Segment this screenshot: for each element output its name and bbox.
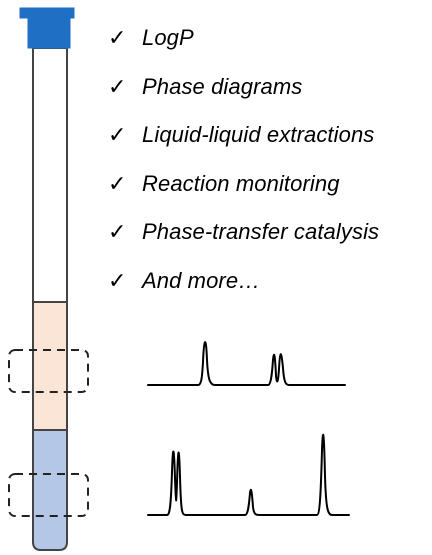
application-checklist: ✓ LogP ✓ Phase diagrams ✓ Liquid-liquid … — [108, 20, 379, 311]
check-icon: ✓ — [108, 267, 127, 293]
check-icon: ✓ — [108, 219, 127, 244]
checklist-item-and-more: ✓ And more… — [108, 263, 379, 299]
tube-cap-rim — [19, 7, 75, 19]
upper-phase — [32, 301, 68, 431]
upper-phase-spectrum — [147, 341, 346, 386]
check-icon: ✓ — [108, 122, 127, 147]
checklist-label: Reaction monitoring — [142, 170, 340, 196]
checklist-item-liquid-liquid-extractions: ✓ Liquid-liquid extractions — [108, 117, 379, 153]
lower-detection-window — [8, 473, 89, 517]
checklist-item-phase-transfer-catalysis: ✓ Phase-transfer catalysis — [108, 214, 379, 250]
checklist-label: LogP — [142, 25, 194, 50]
lower-phase — [32, 429, 68, 551]
checklist-item-logp: ✓ LogP — [108, 20, 379, 56]
upper-detection-window — [8, 349, 89, 393]
check-icon: ✓ — [108, 170, 127, 196]
lower-phase-spectrum — [147, 433, 350, 516]
check-icon: ✓ — [108, 25, 127, 50]
checklist-label: Liquid-liquid extractions — [142, 122, 375, 147]
checklist-item-phase-diagrams: ✓ Phase diagrams — [108, 69, 379, 105]
checklist-label: Phase-transfer catalysis — [142, 219, 380, 244]
tube-empty-section — [32, 47, 68, 303]
checklist-label: And more… — [142, 267, 261, 293]
tube-cap — [27, 17, 71, 49]
check-icon: ✓ — [108, 73, 127, 99]
checklist-label: Phase diagrams — [142, 73, 303, 99]
checklist-item-reaction-monitoring: ✓ Reaction monitoring — [108, 166, 379, 202]
